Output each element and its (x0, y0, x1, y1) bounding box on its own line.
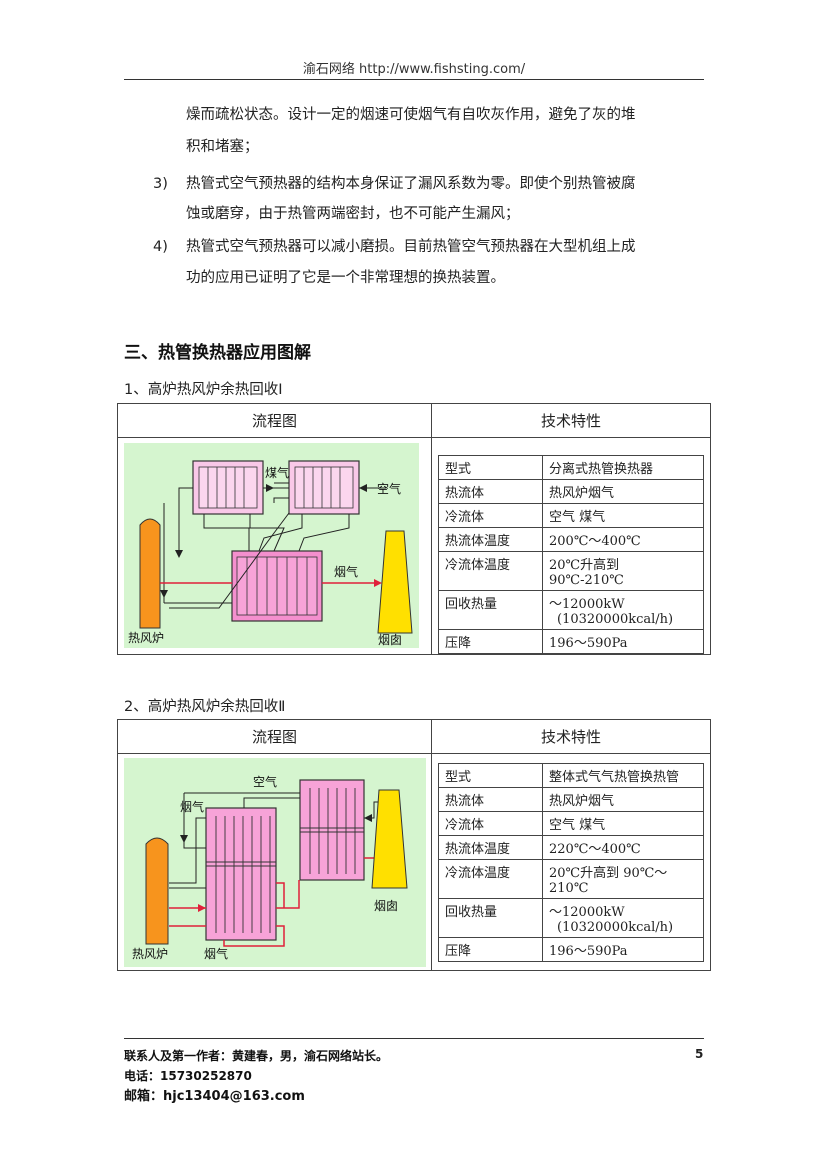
label-chimney: 烟囱 (374, 899, 398, 913)
label-flue-top: 烟气 (180, 799, 204, 814)
flow-diagram-2: 空气 烟气 烟囱 热风炉 烟气 (124, 758, 426, 967)
spec-value: ～12000kW(10320000kcal/h) (542, 898, 704, 938)
label-stove: 热风炉 (132, 947, 168, 961)
table-row: 热流体热风炉烟气 (438, 787, 704, 812)
table-row: 回收热量～12000kW(10320000kcal/h) (438, 898, 704, 938)
example-table: 流程图 技术特性 (117, 403, 711, 655)
label-chimney: 烟囱 (378, 633, 402, 647)
list-number: 4) (153, 239, 168, 255)
list-number: 3) (153, 176, 168, 192)
label-flue: 烟气 (334, 564, 358, 579)
spec-key: 型式 (438, 455, 543, 480)
spec-key: 热流体温度 (438, 527, 543, 552)
table-row: 型式整体式气气热管换热管 (438, 763, 704, 788)
label-stove: 热风炉 (128, 631, 164, 645)
spec-key: 热流体温度 (438, 835, 543, 860)
spec-key: 冷流体温度 (438, 859, 543, 899)
spec-value: 热风炉烟气 (542, 787, 704, 812)
column-header-spec: 技术特性 (432, 720, 710, 754)
list-item-line: 热管式空气预热器的结构本身保证了漏风系数为零。即使个别热管被腐 (186, 176, 636, 192)
spec-value: 20℃升高到 90℃～210℃ (542, 859, 704, 899)
footer-phone: 电话：15730252870 (124, 1069, 252, 1083)
spec-key: 冷流体温度 (438, 551, 543, 591)
spec-value: 196～590Pa (542, 937, 704, 962)
label-gas: 煤气 (265, 465, 289, 480)
list-item-line: 功的应用已证明了它是一个非常理想的换热装置。 (186, 270, 505, 286)
spec-value: 196～590Pa (542, 629, 704, 654)
header-rule (124, 79, 704, 80)
table-row: 冷流体空气 煤气 (438, 503, 704, 528)
spec-key: 冷流体 (438, 503, 543, 528)
column-header-spec: 技术特性 (432, 404, 710, 438)
chimney (377, 530, 413, 634)
spec-key: 回收热量 (438, 590, 543, 630)
footer-contact: 联系人及第一作者：黄建春，男，渝石网络站长。 (124, 1049, 389, 1063)
column-divider (431, 404, 432, 654)
table-row: 热流体热风炉烟气 (438, 479, 704, 504)
spec-value: 空气 煤气 (542, 503, 704, 528)
column-header-flow: 流程图 (118, 720, 431, 754)
table-row: 冷流体空气 煤气 (438, 811, 704, 836)
footer-rule (124, 1038, 704, 1039)
spec-key: 压降 (438, 629, 543, 654)
spec-value: 20℃升高到 90℃-210℃ (542, 551, 704, 591)
spec-key: 冷流体 (438, 811, 543, 836)
section-title: 三、热管换热器应用图解 (124, 343, 311, 363)
spec-key: 热流体 (438, 479, 543, 504)
page-header: 渝石网络 http://www.fishsting.com/ (302, 62, 526, 77)
table-row: 回收热量～12000kW(10320000kcal/h) (438, 590, 704, 630)
spec-key: 热流体 (438, 787, 543, 812)
column-divider (431, 720, 432, 970)
page-number: 5 (695, 1047, 704, 1061)
label-air: 空气 (253, 774, 277, 789)
spec-value: 220℃～400℃ (542, 835, 704, 860)
exchanger-main (205, 807, 277, 941)
exchanger-upper (299, 779, 365, 881)
example-title: 1、高炉热风炉余热回收Ⅰ (124, 382, 283, 398)
list-item-line: 蚀或磨穿，由于热管两端密封，也不可能产生漏风； (186, 206, 520, 222)
spec-key: 压降 (438, 937, 543, 962)
chimney (371, 789, 408, 889)
list-item-line: 热管式空气预热器可以减小磨损。目前热管空气预热器在大型机组上成 (186, 239, 636, 255)
footer-email[interactable]: 邮箱：hjc13404@163.com (124, 1089, 305, 1104)
spec-value: 200℃～400℃ (542, 527, 704, 552)
flow-diagram-1: 煤气 空气 烟气 热风炉 烟囱 (124, 443, 419, 648)
hot-blast-stove (145, 837, 169, 945)
spec-value: 分离式热管换热器 (542, 455, 704, 480)
spec-value: 整体式气气热管换热管 (542, 763, 704, 788)
spec-value: 空气 煤气 (542, 811, 704, 836)
paragraph-line: 燥而疏松状态。设计一定的烟速可使烟气有自吹灰作用，避免了灰的堆 (186, 107, 636, 123)
column-header-flow: 流程图 (118, 404, 431, 438)
paragraph-line: 积和堵塞； (186, 139, 259, 155)
label-air: 空气 (377, 481, 401, 496)
spec-key: 回收热量 (438, 898, 543, 938)
spec-value: 热风炉烟气 (542, 479, 704, 504)
label-flue-bottom: 烟气 (204, 946, 228, 961)
spec-value: ～12000kW(10320000kcal/h) (542, 590, 704, 630)
table-row: 型式分离式热管换热器 (438, 455, 704, 480)
hot-blast-stove (139, 518, 161, 629)
spec-key: 型式 (438, 763, 543, 788)
example-table: 流程图 技术特性 (117, 719, 711, 971)
example-title: 2、高炉热风炉余热回收Ⅱ (124, 699, 286, 715)
